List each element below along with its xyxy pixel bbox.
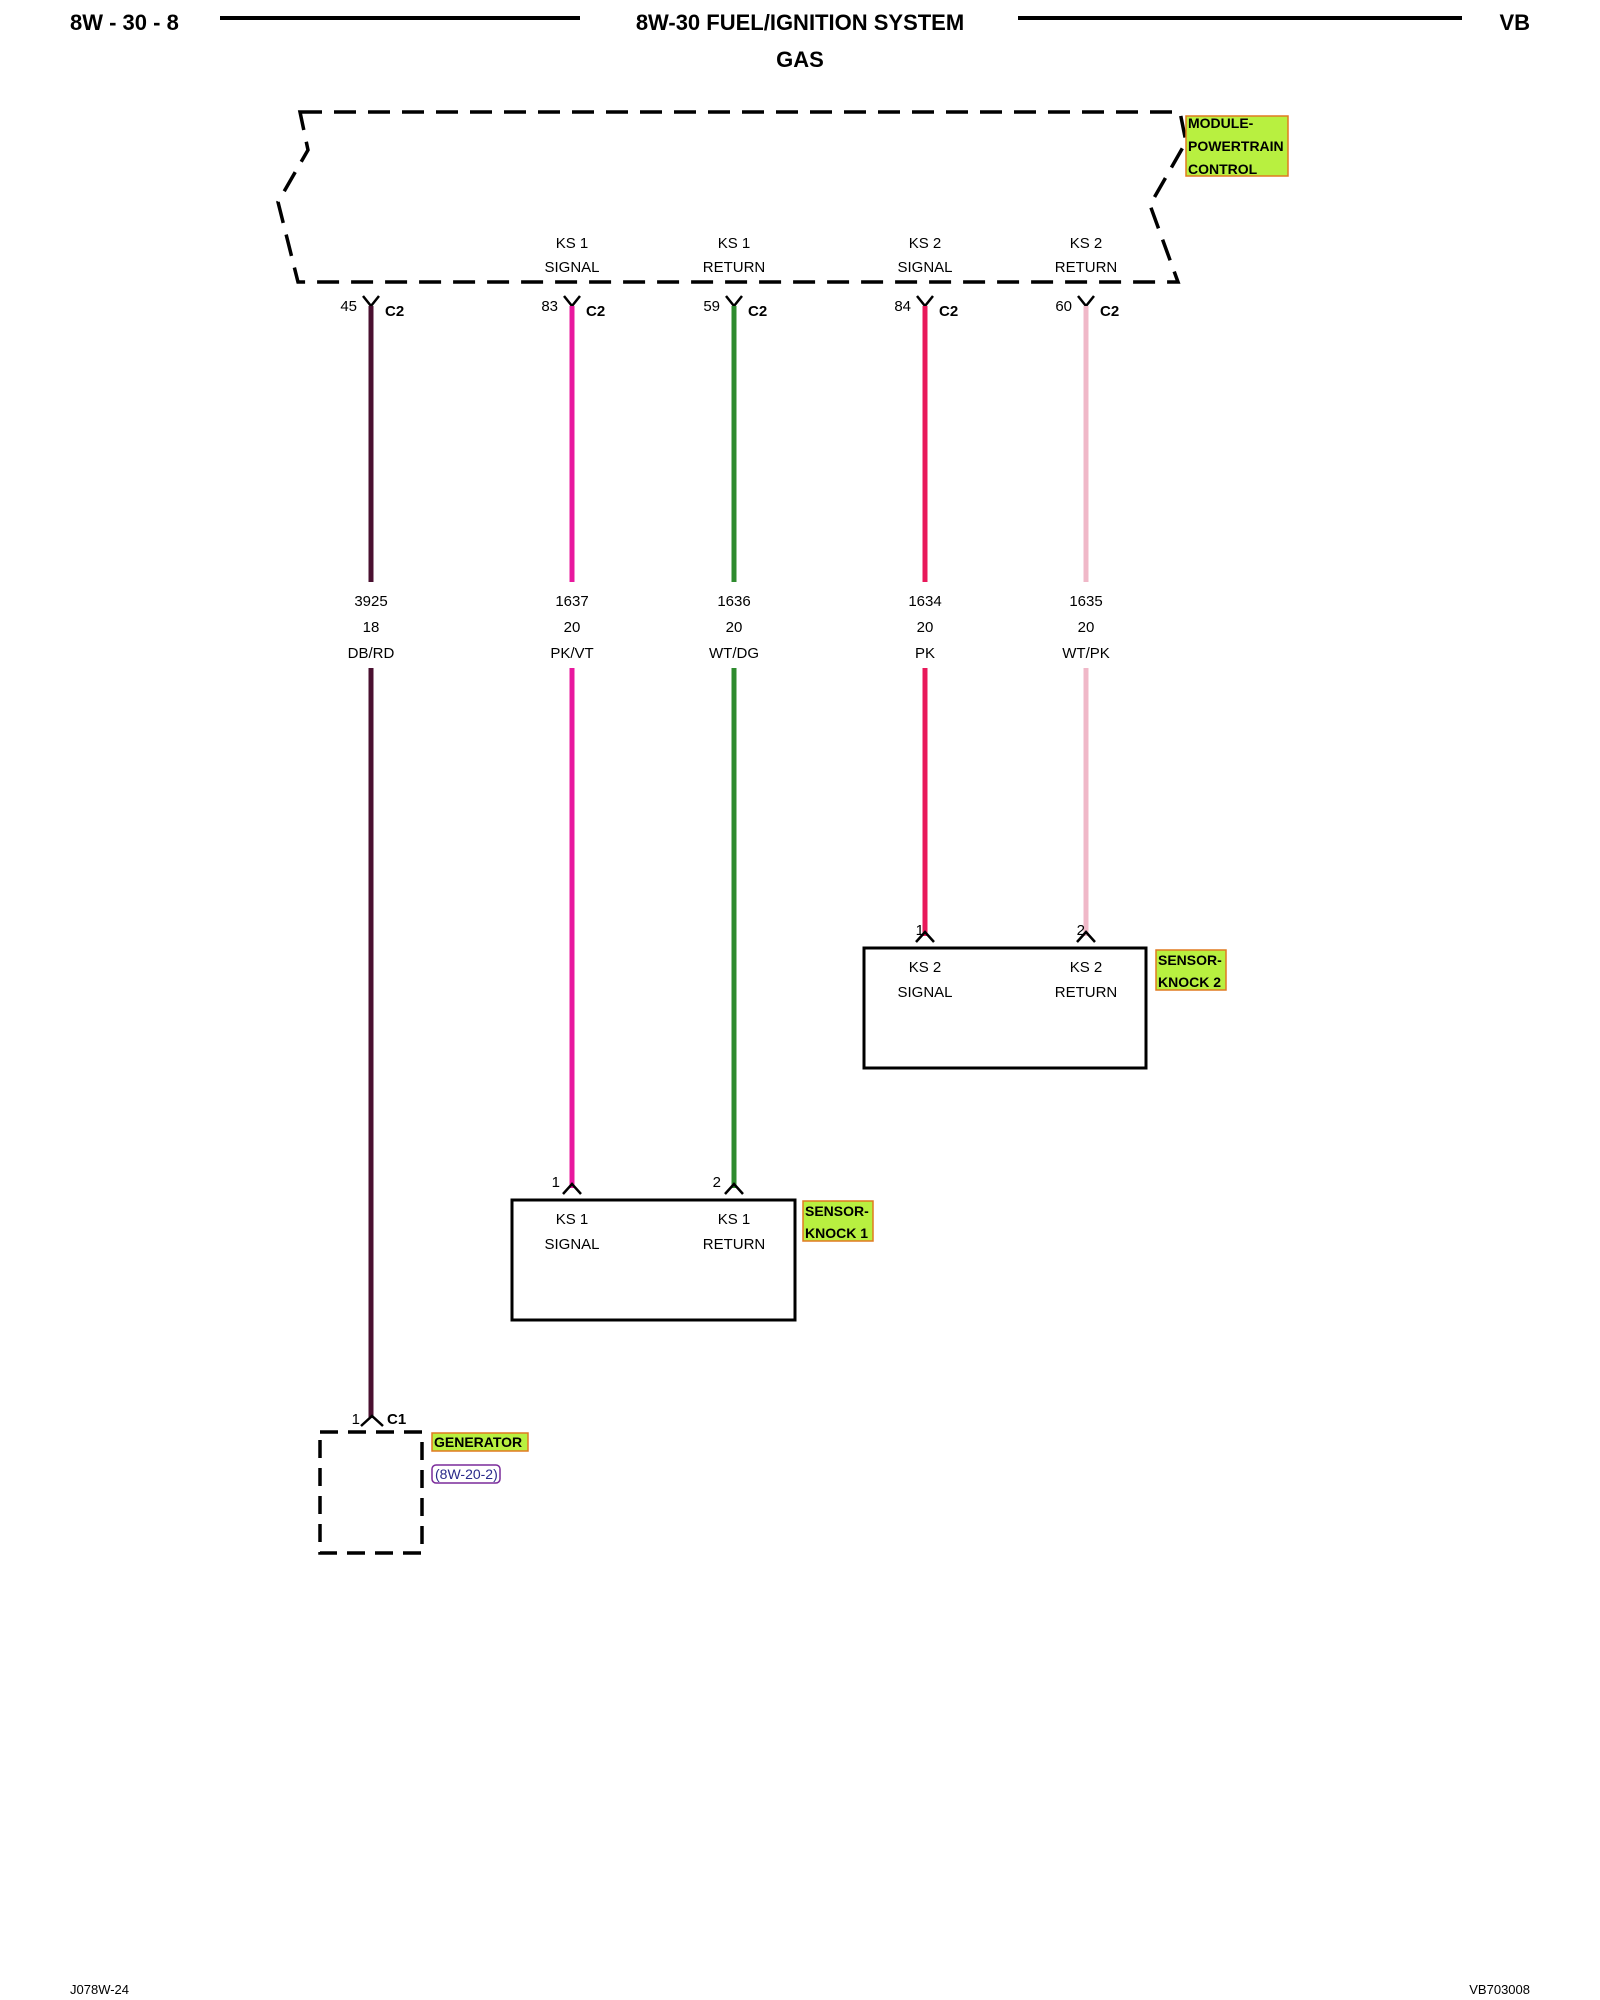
circuit-ks1ret-name-line-1: KS 1 [718,235,751,252]
sensor-knock-1-pin-1: 1 [552,1174,560,1191]
circuit-ks2sig-terminal-symbol [915,930,935,943]
circuit-ks1sig-connector-symbol [563,295,581,309]
generator-name: GENERATOR [434,1434,522,1450]
circuit-ks1sig-gauge: 20 [564,619,581,636]
circuit-ks2sig-color-code: PK [915,645,935,662]
circuit-ks2sig-connector-symbol [916,295,934,309]
page-title: 8W-30 FUEL/IGNITION SYSTEM [636,10,964,35]
generator-pin: 1 [352,1411,360,1428]
circuit-ks1ret-color-code: WT/DG [709,645,759,662]
circuit-ks1sig-name-line-1: KS 1 [556,235,589,252]
circuit-ks2ret-name-line-2: RETURN [1055,259,1118,276]
sensor-knock-2-name-tag [1155,949,1227,991]
generator-ref-box[interactable] [431,1464,501,1484]
circuit-gen-pin: 45 [340,298,357,315]
pcm-name-tag [1185,115,1289,177]
circuit-ks2ret-number: 1635 [1069,593,1102,610]
sensor-knock-1-pin-2-line-1: KS 1 [718,1211,751,1228]
pcm-name-line-1: MODULE- [1188,115,1254,131]
footer-right-code: VB703008 [1469,1982,1530,1997]
sensor-knock-2-pin-2-line-2: RETURN [1055,984,1118,1001]
sensor-knock-1-pin-2: 2 [713,1174,721,1191]
circuit-ks2ret-connector-symbol [1077,295,1095,309]
circuit-ks2sig-connector: C2 [939,303,958,320]
sensor-knock-2-pin-1: 1 [916,922,924,939]
circuit-gen-number: 3925 [354,593,387,610]
sensor-knock-2-pin-2: 2 [1077,922,1085,939]
circuit-ks1ret-connector: C2 [748,303,767,320]
circuit-ks2sig-gauge: 20 [917,619,934,636]
circuit-gen-color-code: DB/RD [348,645,395,662]
page-subtitle: GAS [776,47,824,72]
circuit-ks2sig-pin: 84 [894,298,911,315]
vehicle-code: VB [1499,10,1530,35]
circuit-ks1ret-terminal-symbol [724,1182,744,1195]
sensor-knock-1-pin-2-line-2: RETURN [703,1236,766,1253]
circuit-ks2ret-pin: 60 [1055,298,1072,315]
circuit-ks1ret-connector-symbol [725,295,743,309]
circuit-ks2ret-name-line-1: KS 2 [1070,235,1103,252]
circuit-ks1ret-pin: 59 [703,298,720,315]
footer-left-code: J078W-24 [70,1982,129,1997]
generator-name-tag [431,1432,529,1452]
sensor-knock-1-name-tag [802,1200,874,1242]
circuit-ks1sig-name-line-2: SIGNAL [544,259,599,276]
circuit-ks2sig-number: 1634 [908,593,941,610]
generator-outline [318,1430,424,1555]
circuit-ks2sig-name-line-2: SIGNAL [897,259,952,276]
circuit-ks2ret-gauge: 20 [1078,619,1095,636]
circuit-ks1ret-gauge: 20 [726,619,743,636]
sensor-knock-2-name-line-1: SENSOR- [1158,952,1222,968]
circuit-ks1sig-pin: 83 [541,298,558,315]
sensor-knock-2-pin-1-line-1: KS 2 [909,959,942,976]
sensor-knock-1-box [510,1198,797,1322]
pcm-name-line-3: CONTROL [1188,161,1258,177]
sensor-knock-2-name-line-2: KNOCK 2 [1158,974,1221,990]
pcm-module-outline [276,110,1188,284]
circuit-gen-connector-symbol [362,295,380,309]
sensor-knock-1-pin-1-line-1: KS 1 [556,1211,589,1228]
circuit-ks2sig-name-line-1: KS 2 [909,235,942,252]
circuit-ks1sig-number: 1637 [555,593,588,610]
circuit-ks2ret-color-code: WT/PK [1062,645,1110,662]
circuit-ks1sig-terminal-symbol [562,1182,582,1195]
circuit-ks1ret-name-line-2: RETURN [703,259,766,276]
circuit-ks2ret-terminal-symbol [1076,930,1096,943]
sensor-knock-1-name-line-2: KNOCK 1 [805,1225,868,1241]
page-code: 8W - 30 - 8 [70,10,179,35]
circuit-gen-gauge: 18 [363,619,380,636]
sensor-knock-2-box [862,946,1148,1070]
circuit-ks1sig-connector: C2 [586,303,605,320]
generator-connector: C1 [387,1411,406,1428]
circuit-gen-connector: C2 [385,303,404,320]
circuit-ks2ret-connector: C2 [1100,303,1119,320]
sensor-knock-1-name-line-1: SENSOR- [805,1203,869,1219]
circuit-ks1sig-color-code: PK/VT [550,645,593,662]
sensor-knock-1-pin-1-line-2: SIGNAL [544,1236,599,1253]
sensor-knock-2-pin-1-line-2: SIGNAL [897,984,952,1001]
generator-connector-symbol [360,1414,384,1427]
sensor-knock-2-pin-2-line-1: KS 2 [1070,959,1103,976]
circuit-ks1ret-number: 1636 [717,593,750,610]
pcm-name-line-2: POWERTRAIN [1188,138,1284,154]
generator-ref-link[interactable]: (8W-20-2) [435,1466,498,1482]
